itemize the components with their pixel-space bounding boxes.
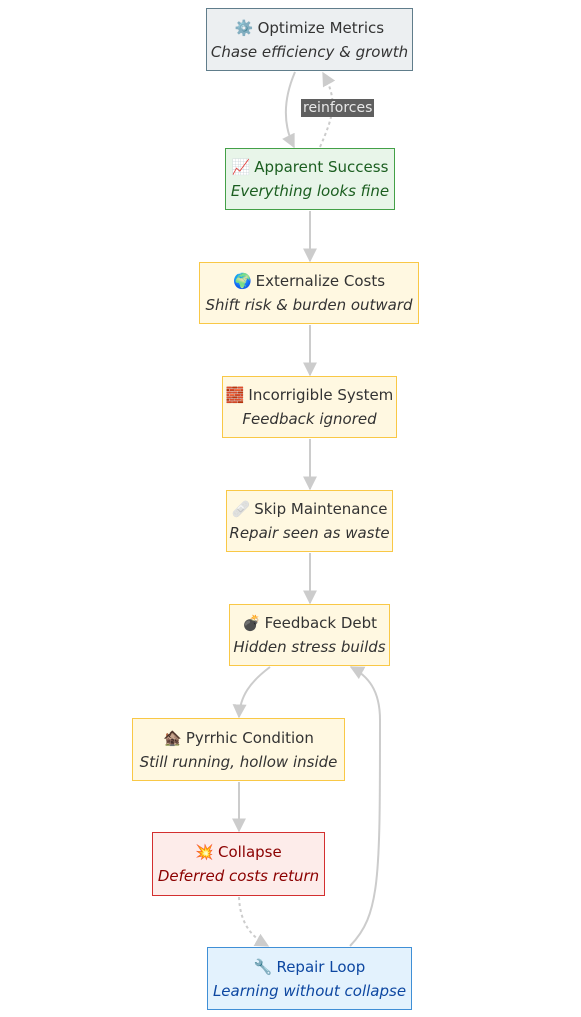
node-title: 🧱Incorrigible System [226,383,394,407]
edge-optimize-to-success [282,71,296,149]
node-title: 📈Apparent Success [232,155,389,179]
bomb-icon: 💣 [241,614,261,632]
node-title: 💣Feedback Debt [242,611,377,635]
gear-icon: ⚙️ [234,18,254,37]
bandage-icon: 🩹 [231,500,251,518]
derelict-house-icon: 🏚️ [163,728,182,747]
node-subtitle: Repair seen as waste [229,524,390,542]
edge-label-success-to-optimize: reinforces [301,99,375,117]
node-title-text: Externalize Costs [255,272,386,290]
node-subtitle: Learning without collapse [212,981,407,1000]
node-title: 🌍Externalize Costs [233,269,385,293]
node-subtitle: Feedback ignored [242,410,377,428]
edge-debt-to-pyrrhic [232,666,271,719]
node-subtitle: Hidden stress builds [233,638,386,656]
node-title: ⚙️Optimize Metrics [235,16,384,40]
brick-icon: 🧱 [225,386,245,404]
node-title-text: Skip Maintenance [254,500,388,518]
edge-collapse-to-repair [238,896,270,947]
node-subtitle: Everything looks fine [230,182,390,200]
node-title-text: Apparent Success [254,158,389,176]
chart-up-icon: 📈 [231,158,251,176]
wrench-icon: 🔧 [253,957,273,976]
node-subtitle: Chase efficiency & growth [210,42,409,61]
node-title-text: Feedback Debt [264,614,378,632]
edge-repair-to-debt [349,666,382,947]
node-title: 💥Collapse [195,840,281,864]
globe-icon: 🌍 [232,272,252,290]
node-title: 🏚️Pyrrhic Condition [163,726,314,750]
explosion-icon: 💥 [195,843,214,861]
node-subtitle: Shift risk & burden outward [205,296,413,314]
node-title-text: Collapse [217,843,282,861]
node-title: 🔧Repair Loop [254,955,365,979]
node-title-text: Repair Loop [276,957,366,976]
node-title-text: Optimize Metrics [257,18,385,37]
node-subtitle: Still running, hollow inside [139,752,338,771]
node-title-text: Pyrrhic Condition [185,728,314,747]
node-subtitle: Deferred costs return [157,867,320,885]
node-title: 🩹Skip Maintenance [232,497,388,521]
node-title-text: Incorrigible System [248,386,394,404]
